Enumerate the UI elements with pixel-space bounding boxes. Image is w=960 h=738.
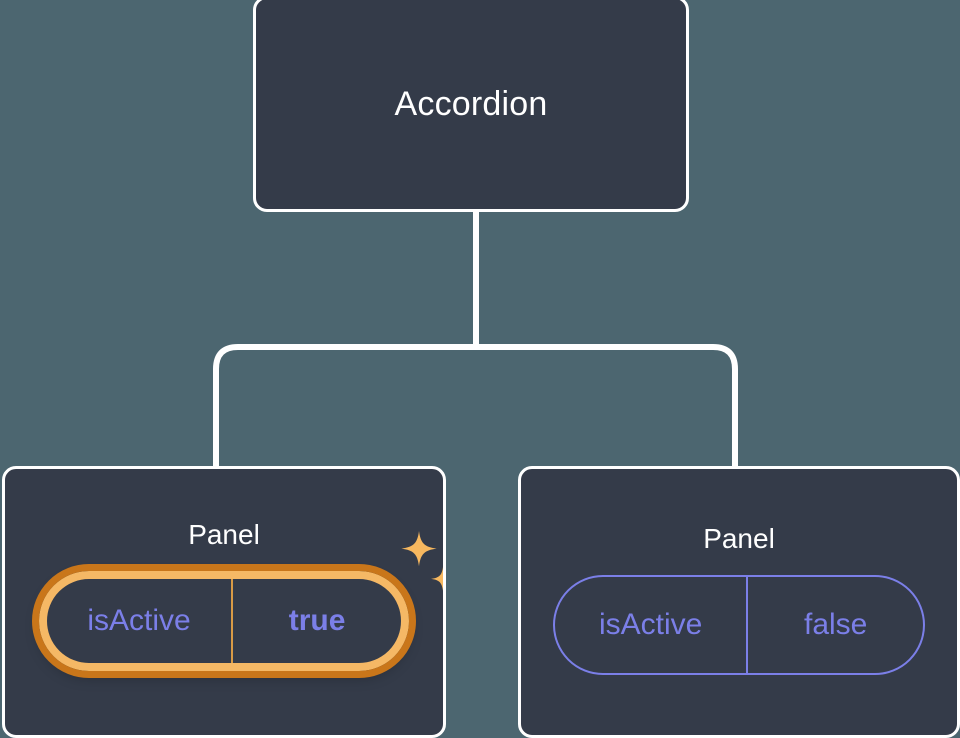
prop-key-label: isActive	[599, 608, 703, 641]
connector-branch-bar	[213, 344, 738, 466]
sparkle-icon	[401, 531, 437, 567]
prop-pill-isactive-false[interactable]: isActive false	[553, 575, 925, 675]
node-title: Accordion	[394, 85, 548, 123]
prop-key-label: isActive	[87, 604, 191, 637]
prop-value-label: true	[288, 604, 346, 637]
prop-value-cell: true	[231, 579, 401, 663]
prop-key-cell: isActive	[555, 577, 746, 673]
prop-value-label: false	[804, 608, 868, 641]
prop-value-cell: false	[746, 577, 923, 673]
prop-pill-isactive-true[interactable]: isActive true	[32, 564, 416, 678]
prop-pill-wrapper: isActive false	[553, 575, 925, 675]
node-panel-active[interactable]: Panel isActive true	[2, 466, 446, 738]
node-title: Panel	[703, 523, 775, 554]
prop-pill-wrapper: isActive true	[32, 531, 443, 678]
node-accordion[interactable]: Accordion	[253, 0, 689, 212]
sparkle-group	[401, 531, 443, 591]
prop-key-cell: isActive	[47, 579, 231, 663]
node-panel-inactive[interactable]: Panel isActive false	[518, 466, 960, 738]
node-title: Panel	[188, 519, 260, 550]
sparkle-small-icon	[431, 567, 443, 591]
